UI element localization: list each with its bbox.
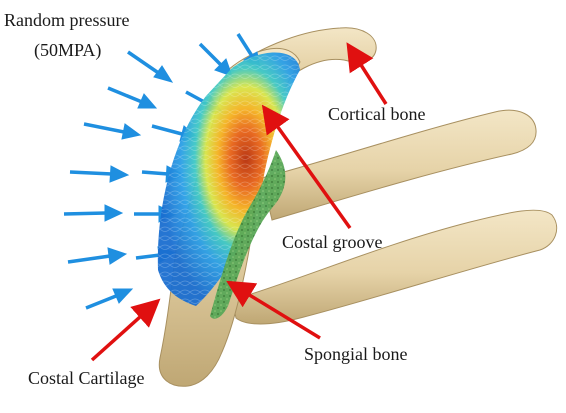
label-pressure: Random pressure	[4, 10, 130, 30]
pressure-arrow	[198, 42, 233, 77]
label-spongial-bone: Spongial bone	[304, 344, 408, 364]
spongy-bone-region	[210, 150, 286, 319]
lower-rib	[231, 209, 558, 325]
arrow-spongial	[226, 280, 321, 340]
pressure-arrow	[69, 165, 130, 183]
label-costal-groove: Costal groove	[282, 232, 383, 252]
arrow-cartilage	[90, 298, 161, 362]
upper-rib	[261, 109, 537, 221]
label-cortical-bone: Cortical bone	[328, 104, 426, 124]
pressure-arrow	[85, 288, 134, 310]
pressure-arrow	[107, 86, 158, 109]
label-pressure-value: (50MPA)	[34, 40, 102, 60]
pressure-arrow	[83, 122, 142, 140]
pointer-arrows	[90, 42, 388, 362]
pressure-arrow	[67, 247, 128, 265]
arrow-costal-groove	[261, 104, 352, 230]
pressure-arrow	[127, 50, 174, 83]
pressure-arrow	[63, 204, 124, 222]
arrow-cortical	[346, 42, 388, 105]
label-costal-cartilage: Costal Cartilage	[28, 368, 145, 388]
